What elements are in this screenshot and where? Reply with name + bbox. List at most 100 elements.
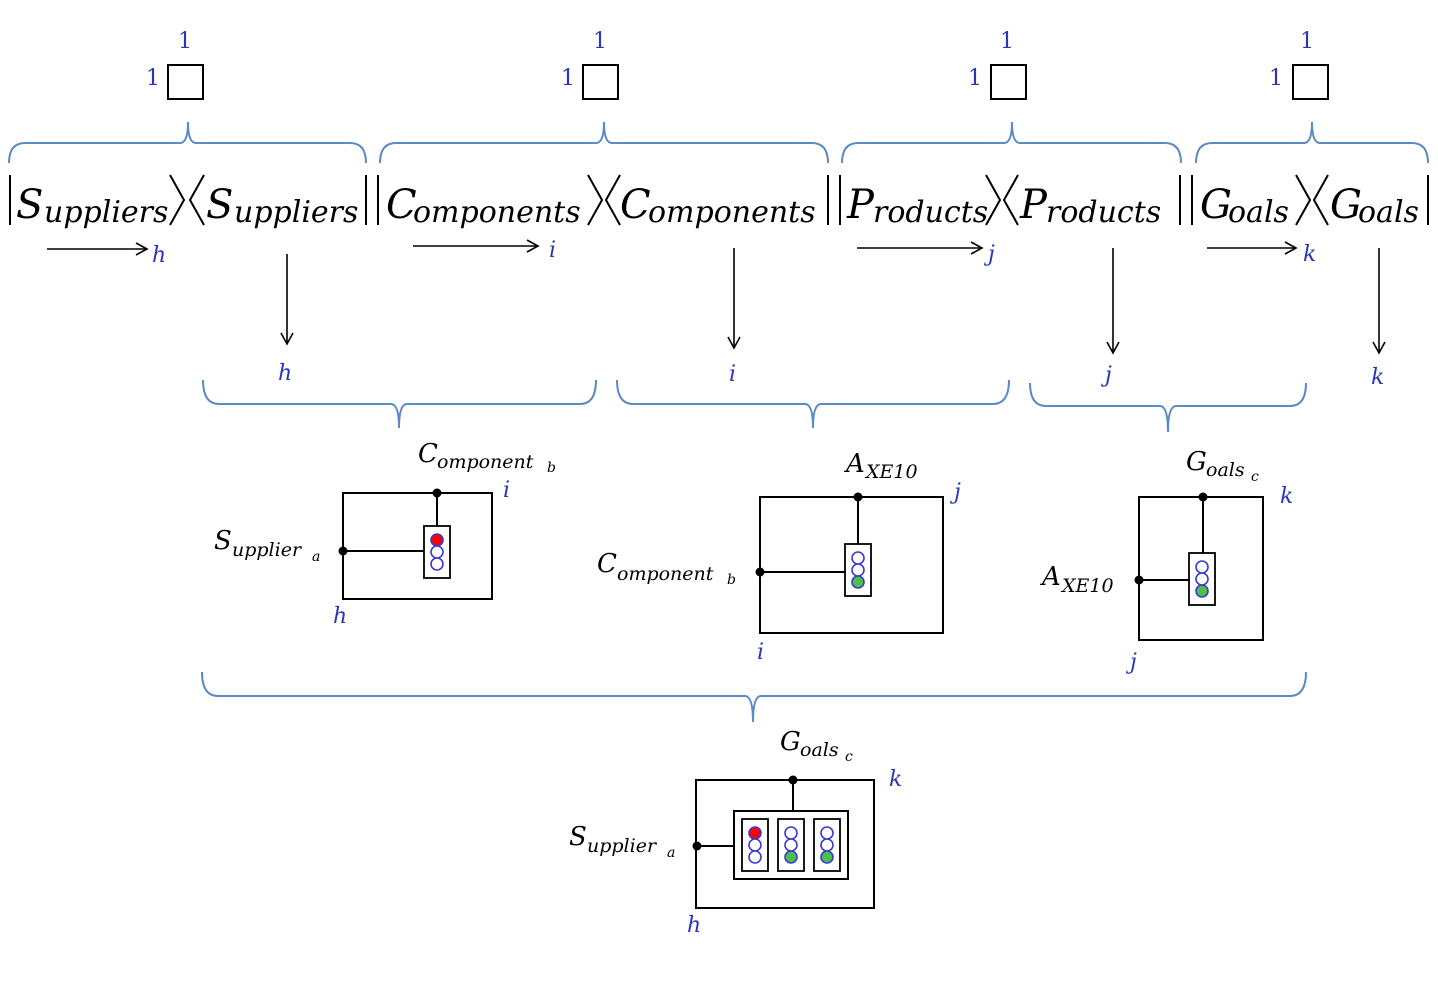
ket-main: G: [1200, 182, 1232, 228]
left-label-main: S: [569, 822, 587, 852]
traffic-light-green: [820, 850, 834, 864]
unit-box-2: 1 1: [561, 29, 619, 100]
traffic-light-off: [1195, 560, 1209, 574]
ket-main: C: [386, 182, 417, 228]
unit-box-top-label: 1: [1300, 29, 1314, 54]
top-label-main: G: [1186, 447, 1207, 477]
top-label-sub: oals: [1206, 459, 1245, 481]
traffic-light-off: [430, 545, 444, 559]
traffic-light-off: [430, 557, 444, 571]
traffic-light-green: [1195, 584, 1209, 598]
corner-index: j: [949, 480, 961, 505]
ket-angle: [169, 174, 186, 226]
traffic-light-off: [851, 563, 865, 577]
left-label-subsub: a: [312, 549, 320, 565]
top-label-sub: omponent: [437, 451, 534, 473]
unit-box-left-label: 1: [968, 66, 982, 91]
top-label-subsub: c: [1251, 469, 1259, 485]
traffic-light-off: [820, 838, 834, 852]
top-label-main: A: [844, 449, 865, 479]
traffic-light-off: [851, 551, 865, 565]
arrow-index-k: k: [1303, 242, 1316, 267]
final-box-supplier-goals: G oals c k S upplier a h: [569, 727, 902, 938]
left-label-main: C: [597, 549, 617, 579]
ket-sub: uppliers: [44, 195, 168, 230]
bottom-index: j: [1125, 650, 1137, 675]
left-label-main: S: [214, 526, 232, 556]
traffic-light-off: [784, 838, 798, 852]
operator-components: C omponents C omponents: [377, 174, 829, 230]
corner-index: i: [503, 478, 510, 503]
unit-box-left-label: 1: [146, 66, 160, 91]
ket-main: P: [846, 182, 875, 228]
bra-main: C: [620, 182, 651, 228]
top-label-main: G: [780, 727, 801, 757]
traffic-light-red: [748, 826, 762, 840]
bra-angle: [1312, 174, 1329, 226]
top-label-subsub: c: [845, 749, 853, 765]
brace-top-3: [841, 121, 1182, 164]
down-index-i: i: [729, 362, 736, 387]
top-label-sub: oals: [800, 739, 839, 761]
arrow-index-i: i: [549, 238, 556, 263]
corner-index: k: [889, 767, 902, 792]
traffic-light-group: [741, 818, 841, 872]
left-label-sub: omponent: [617, 563, 714, 585]
traffic-light-green: [851, 575, 865, 589]
unit-box-top-label: 1: [1000, 29, 1014, 54]
bra-sub: uppliers: [234, 195, 358, 230]
traffic-light-off: [820, 826, 834, 840]
unit-box-4: 1 1: [1269, 29, 1329, 100]
bottom-index: h: [333, 604, 347, 629]
left-node: [755, 567, 765, 577]
left-label-subsub: a: [667, 845, 675, 861]
ket-angle: [985, 174, 1002, 226]
left-label-main: A: [1040, 562, 1061, 592]
left-node: [338, 546, 348, 556]
arrow-index-h: h: [152, 243, 166, 268]
traffic-light-off: [784, 826, 798, 840]
brace-top-1: [8, 121, 367, 164]
down-index-k: k: [1371, 365, 1384, 390]
left-node: [692, 841, 702, 851]
ket-sub: roducts: [873, 195, 988, 230]
traffic-light-green: [784, 850, 798, 864]
stage-box-component-axe10: A XE10 j C omponent b i: [597, 449, 961, 665]
bra-main: G: [1330, 182, 1362, 228]
ket-angle: [587, 174, 604, 226]
left-label-subsub: b: [727, 572, 736, 588]
bra-sub: roducts: [1046, 195, 1161, 230]
unit-box-top-label: 1: [178, 29, 192, 54]
bra-sub: omponents: [648, 195, 816, 230]
frame: [759, 496, 944, 634]
arrow-index-j: j: [983, 242, 995, 267]
unit-box: [167, 64, 204, 100]
bottom-index: i: [757, 640, 764, 665]
unit-box-1: 1 1: [146, 29, 204, 100]
unit-box: [1292, 64, 1329, 100]
corner-index: k: [1280, 484, 1293, 509]
bottom-index: h: [687, 913, 701, 938]
operator-products: P roducts P roducts: [839, 174, 1181, 230]
top-label-sub: XE10: [864, 461, 918, 483]
unit-box-top-label: 1: [593, 29, 607, 54]
top-node: [1198, 492, 1208, 502]
frame: [342, 492, 493, 600]
left-label-sub: upplier: [232, 539, 303, 561]
unit-box-3: 1 1: [968, 29, 1027, 100]
brace-mid-2: [616, 379, 1010, 429]
traffic-light-red: [430, 533, 444, 547]
unit-box-left-label: 1: [561, 66, 575, 91]
left-node: [1134, 575, 1144, 585]
traffic-light-group: [1188, 552, 1216, 606]
traffic-light-group: [844, 543, 872, 597]
brace-top-2: [379, 121, 829, 164]
top-label-subsub: b: [547, 460, 556, 476]
bra-angle: [1002, 174, 1019, 226]
left-label-sub: XE10: [1060, 575, 1114, 597]
top-node: [788, 775, 798, 785]
ket-sub: oals: [1228, 195, 1289, 230]
ket-angle: [1295, 174, 1312, 226]
brace-top-4: [1195, 121, 1429, 164]
